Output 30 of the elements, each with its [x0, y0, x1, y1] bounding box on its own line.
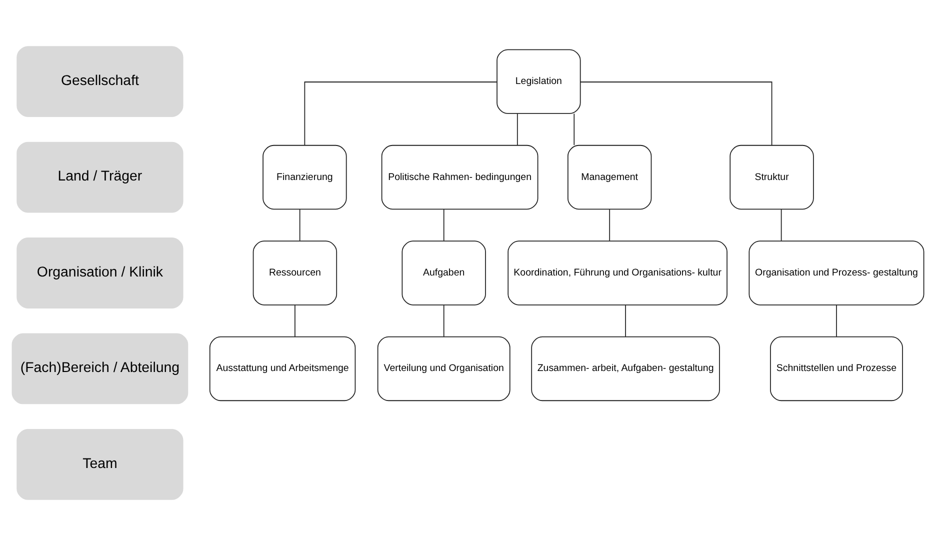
connector: [443, 208, 444, 242]
node-box: Aufgaben: [402, 240, 486, 306]
connector: [836, 304, 837, 337]
connector: [443, 304, 444, 337]
node-box: Organisation und Prozess- gestaltung: [748, 240, 924, 306]
connector: [516, 113, 518, 146]
node-box: Zusammen- arbeit, Aufgaben- gestaltung: [531, 336, 720, 402]
connector: [609, 208, 610, 242]
node-box: Gesellschaft: [16, 46, 184, 117]
connector: [625, 304, 626, 337]
node-box: Legislation: [496, 49, 581, 114]
connector: [304, 82, 498, 146]
node-box: Finanzierung: [262, 144, 347, 210]
node-box: Schnittstellen und Prozesse: [770, 336, 903, 402]
node-box: Struktur: [730, 144, 814, 210]
node-box: Team: [16, 429, 184, 500]
connector: [780, 208, 782, 242]
connector: [299, 208, 300, 242]
connector: [294, 304, 296, 337]
node-box: Organisation / Klinik: [16, 238, 184, 308]
node-box: Politische Rahmen- bedingungen: [381, 144, 538, 210]
node-box: Ausstattung und Arbeitsmenge: [209, 336, 356, 402]
node-box: Management: [568, 144, 652, 210]
node-box: (Fach)Bereich / Abteilung: [12, 333, 188, 404]
node-box: Land / Träger: [16, 142, 184, 213]
node-box: Verteilung und Organisation: [377, 336, 510, 402]
node-box: Koordination, Führung und Organisations- kultur: [508, 240, 728, 306]
node-box: Ressourcen: [252, 240, 338, 306]
connector: [574, 113, 575, 146]
connector: [580, 82, 772, 146]
